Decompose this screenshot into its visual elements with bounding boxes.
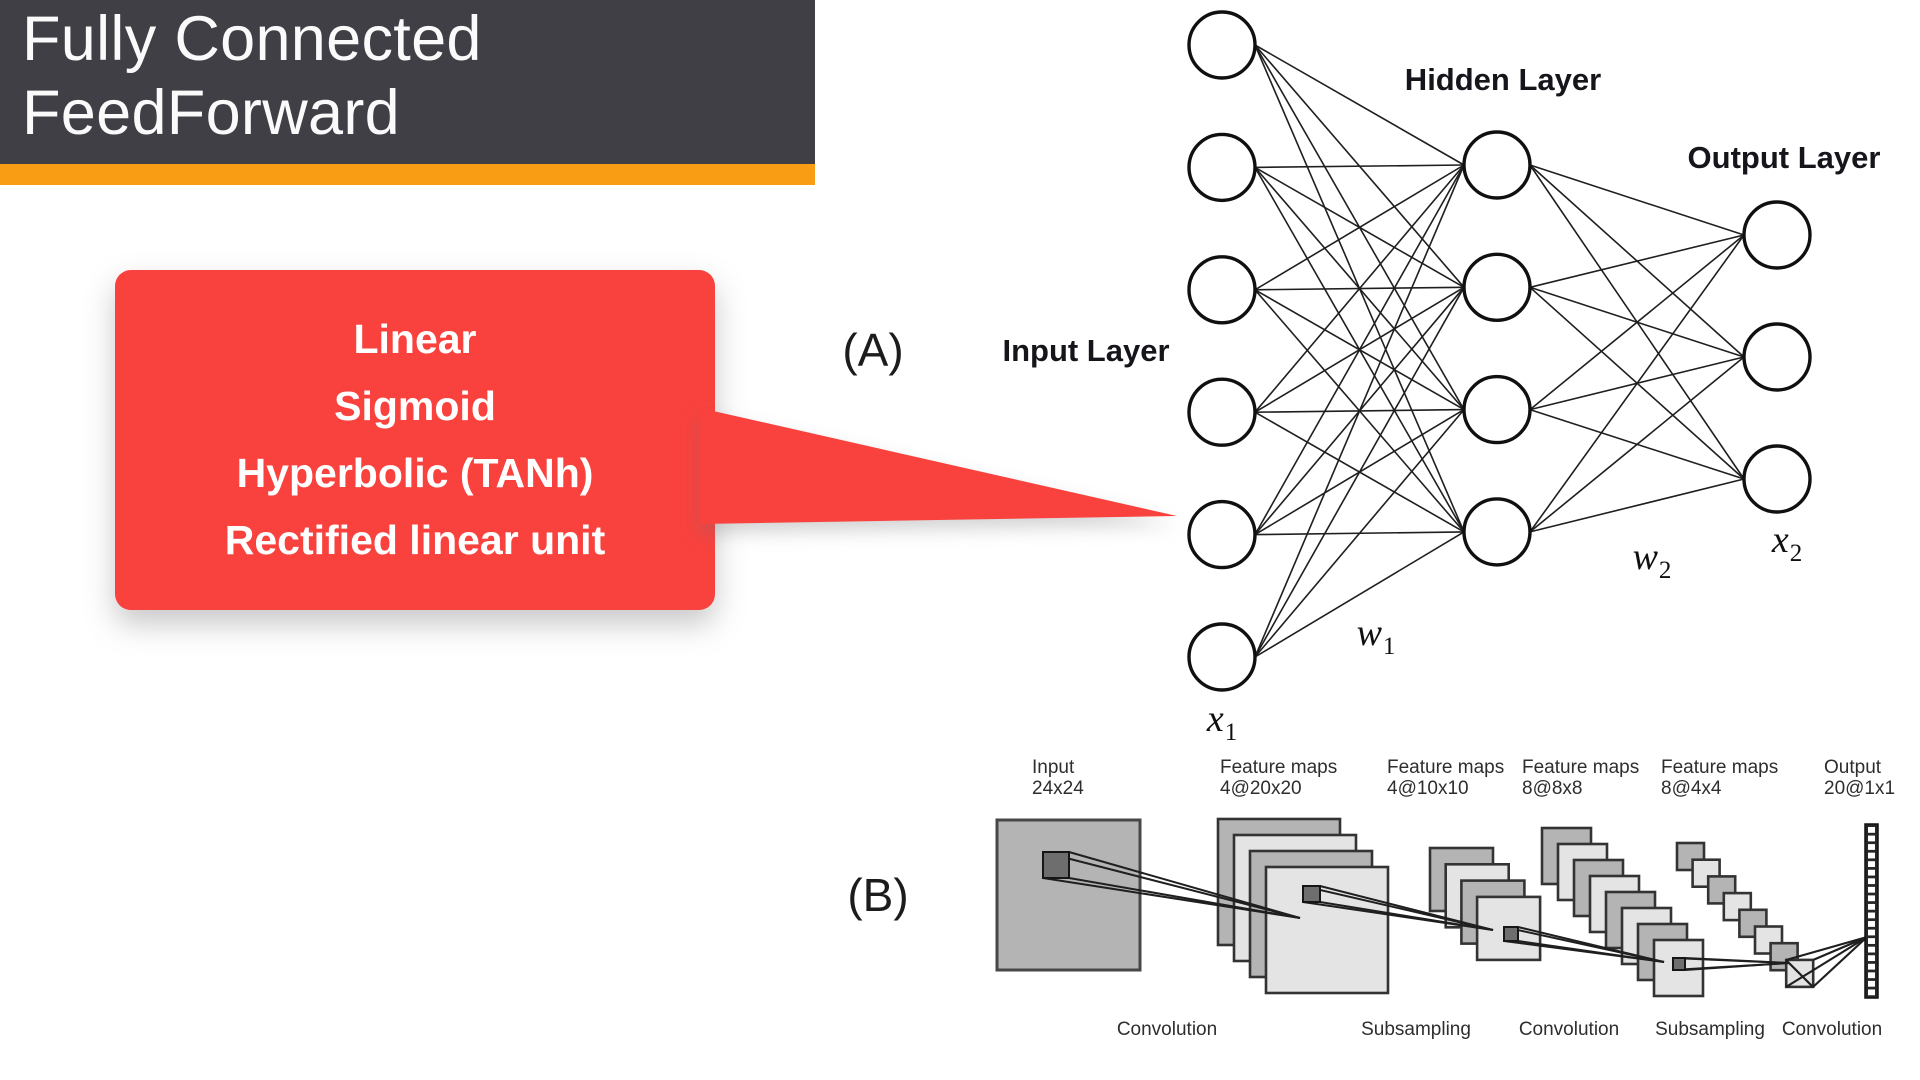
callout-line: Rectified linear unit [224,517,606,563]
output-layer-label: Output Layer [1687,140,1881,175]
w1-label: w1 [1356,612,1396,660]
cnn-feature-map-stack [1675,841,1815,989]
slide-title-line2: FeedForward [22,78,400,148]
network-edges [1254,44,1745,658]
hidden-layer-label: Hidden Layer [1404,62,1602,97]
callout-tail-triangle [700,408,1177,524]
cnn-kernel-cone [1042,851,1301,919]
callout-line: Sigmoid [334,383,496,429]
w2-label: w2 [1632,536,1672,584]
cnn-feature-map-stack [1216,817,1390,995]
cnn-operation-label: Convolution [1116,1019,1218,1040]
cnn-final-cone [1785,935,1868,988]
callout-tail [700,408,1177,524]
diagram-a-tag: (A) [842,324,904,376]
cnn-kernel-cone [1503,926,1665,963]
x1-label: x1 [1206,698,1238,746]
cnn-operation-label: Convolution [1518,1019,1620,1040]
slide-header: Fully Connected FeedForward [0,0,815,164]
cnn-operation-label: Subsampling [1655,1019,1765,1040]
cnn-output-strip [1864,823,1879,999]
diagram-b-tag: (B) [847,869,909,921]
network-nodes [1187,10,1812,692]
cnn-diagram [995,817,1879,999]
activation-functions-callout: Linear Sigmoid Hyperbolic (TANh) Rectifi… [115,270,715,610]
cnn-feature-map-stack [1428,846,1542,962]
cnn-kernel-cone [1672,957,1790,971]
cnn-operation-label: Subsampling [1361,1019,1471,1040]
slide-title: Fully Connected FeedForward [22,2,482,150]
cnn-operation-label: Convolution [1781,1019,1883,1040]
slide-title-line1: Fully Connected [22,4,482,74]
cnn-kernel-cone [1302,885,1494,931]
x2-label: x2 [1771,519,1803,567]
cnn-input-square [995,818,1142,972]
accent-bar [0,164,815,185]
input-layer-label: Input Layer [1002,333,1170,368]
callout-line: Hyperbolic (TANh) [236,450,594,496]
callout-line: Linear [353,316,477,362]
